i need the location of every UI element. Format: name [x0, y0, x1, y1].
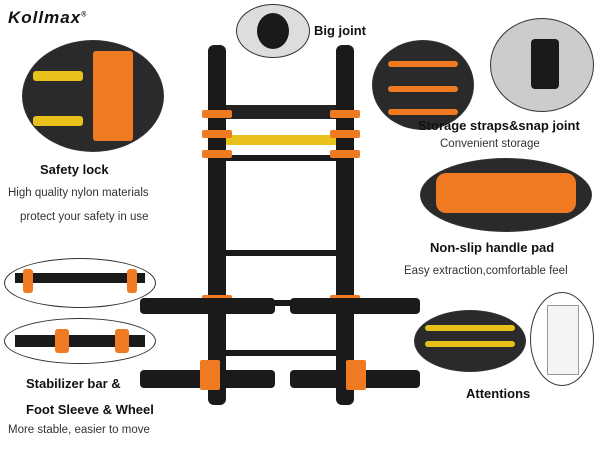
handle-pad-image: [420, 158, 592, 232]
storage-straps-title: Storage straps&snap joint: [418, 118, 580, 133]
storage-straps-line: Convenient storage: [440, 138, 540, 150]
foot-sleeve-image: [4, 318, 156, 364]
safety-lock-title: Safety lock: [40, 162, 109, 177]
snap-joint-image: [490, 18, 594, 112]
handle-pad-line: Easy extraction,comfortable feel: [404, 265, 568, 277]
brand-logo: Kollmax®: [8, 8, 87, 28]
stabilizer-title: Stabilizer bar &: [26, 376, 121, 391]
safety-lock-detail-image: [22, 40, 164, 152]
ladder-image: [140, 40, 420, 440]
big-joint-title: Big joint: [314, 23, 366, 38]
handle-pad-title: Non-slip handle pad: [430, 240, 555, 255]
safety-lock-line1: High quality nylon materials: [8, 187, 149, 199]
stabilizer-bar-image: [4, 258, 156, 308]
logo-text: Kollmax: [8, 8, 82, 27]
foot-sleeve-title: Foot Sleeve & Wheel: [26, 402, 154, 417]
registered-mark: ®: [81, 11, 88, 19]
stabilizer-line: More stable, easier to move: [8, 424, 150, 436]
big-joint-image: [236, 4, 310, 58]
warning-sticker-image: [530, 292, 594, 386]
storage-straps-image: [372, 40, 474, 130]
labels-image: [414, 310, 526, 372]
attentions-title: Attentions: [466, 386, 531, 401]
safety-lock-line2: protect your safety in use: [20, 211, 149, 223]
